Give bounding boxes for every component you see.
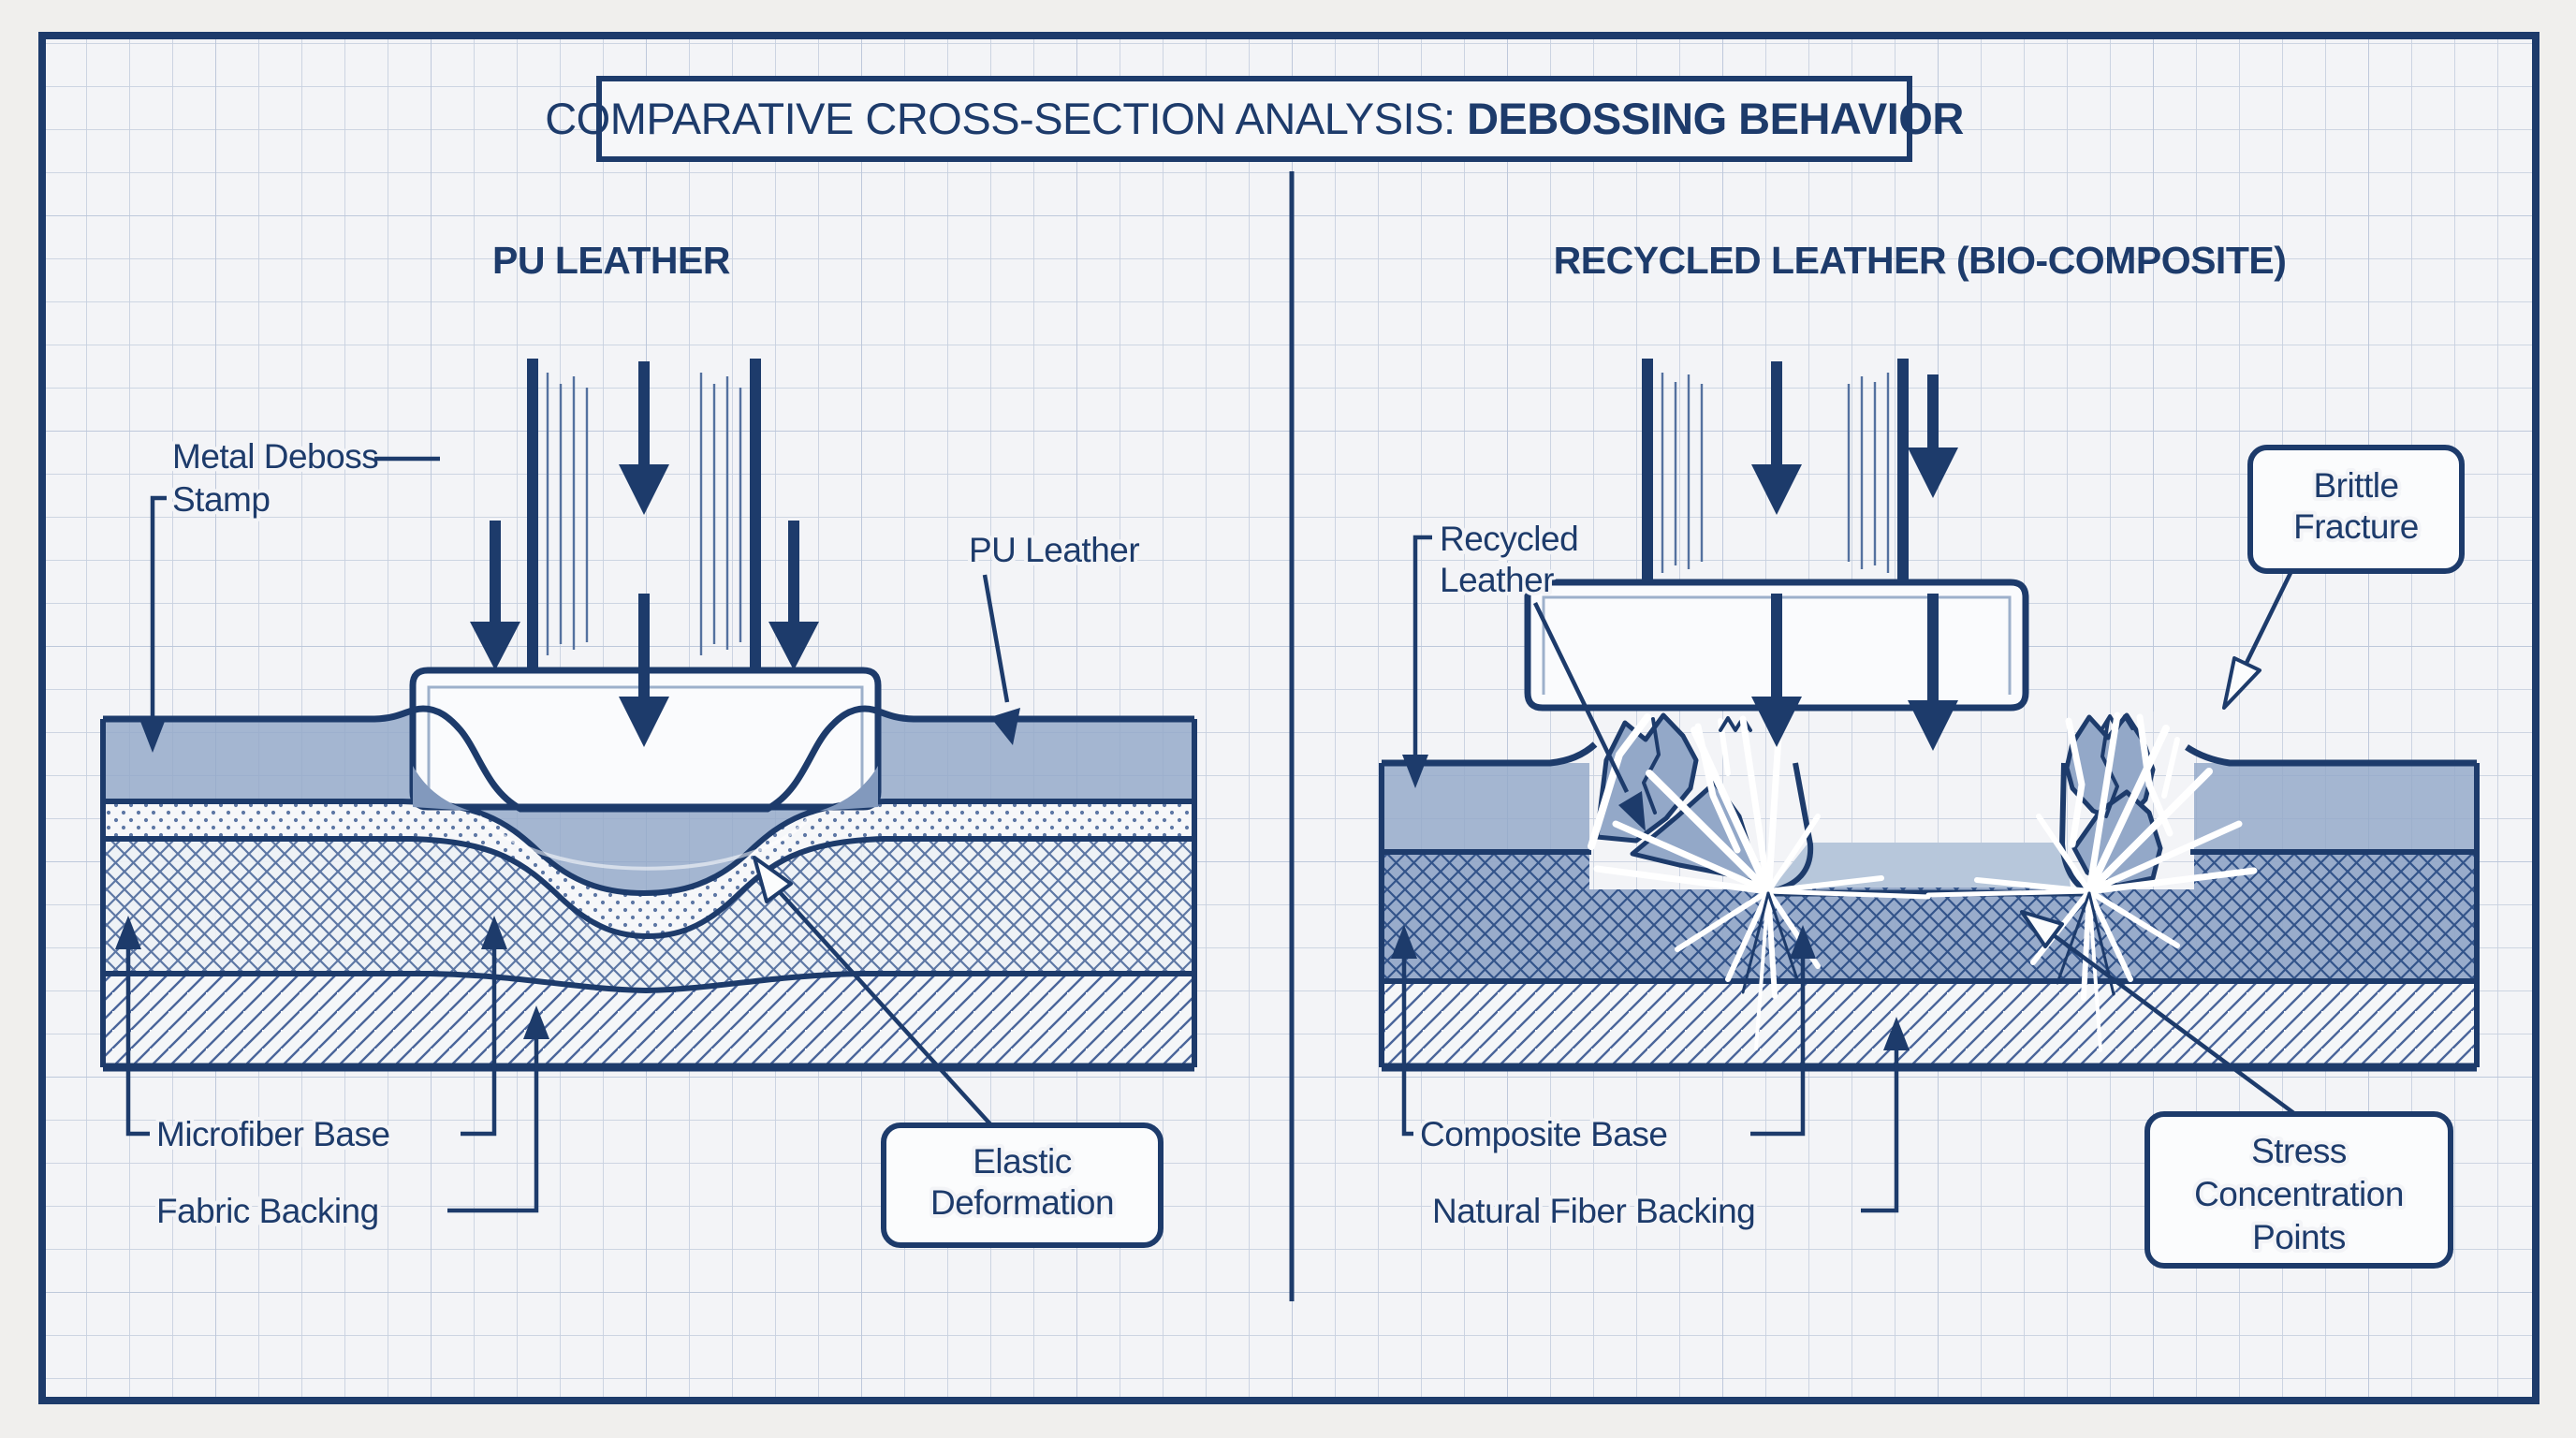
leader-line xyxy=(150,495,167,719)
force-arrow-icon xyxy=(1751,594,1802,747)
right-panel-title: RECYCLED LEATHER (BIO-COMPOSITE) xyxy=(1554,239,2287,282)
leader-arrowhead-icon xyxy=(523,1005,549,1039)
title-box xyxy=(596,76,1912,162)
natural-fiber-pattern xyxy=(1382,981,2477,1067)
leader-arrowhead-icon xyxy=(139,719,166,753)
leader-arrowhead-icon xyxy=(481,916,507,949)
displaced-leather-wedge-right xyxy=(820,766,878,811)
pu-layer-stack xyxy=(103,709,1194,1067)
pu-topcoat-layer xyxy=(103,709,1194,893)
stamp-label-line2: Stamp xyxy=(172,480,270,519)
callout-text-line2: Fracture xyxy=(2293,507,2419,546)
leader-arrowhead-icon xyxy=(1618,791,1646,831)
dip-sheen-highlight xyxy=(477,814,811,871)
compressed-band xyxy=(1773,843,2071,888)
microfiber-base-pattern xyxy=(103,839,1194,990)
leader-line xyxy=(1750,957,1806,1137)
microfiber-bottom-line xyxy=(103,971,1194,994)
leader-line xyxy=(982,574,1010,703)
left-panel-diagram: Metal Deboss Stamp PU Leather Microfiber… xyxy=(100,359,1197,1248)
right-force-arrows xyxy=(1751,361,1958,751)
left-panel-title: PU LEATHER xyxy=(492,239,730,282)
recycled-label-line1: Recycled xyxy=(1440,520,1578,558)
pu-leather-label: PU Leather xyxy=(969,531,1139,569)
crack-line xyxy=(1588,713,1651,850)
page-title: COMPARATIVE CROSS-SECTION ANALYSIS: DEBO… xyxy=(545,94,1964,143)
leader-line xyxy=(1861,1049,1899,1213)
stamp-label-line1: Metal Deboss xyxy=(172,437,378,476)
leader-line xyxy=(1532,602,1630,793)
open-arrowhead-icon xyxy=(2020,910,2064,948)
microfiber-base-label: Microfiber Base xyxy=(156,1115,390,1153)
leader-arrowhead-icon xyxy=(115,916,141,949)
recycled-label-line2: Leather xyxy=(1440,561,1554,599)
callout-text-line3: Points xyxy=(2252,1218,2346,1256)
composite-base-label: Composite Base xyxy=(1420,1115,1667,1153)
leader-line xyxy=(1401,957,1413,1137)
crack-line xyxy=(2161,737,2180,799)
crack-line xyxy=(1642,717,1661,814)
pu-layer-outlines xyxy=(100,705,1197,1072)
force-arrow-icon xyxy=(768,521,819,670)
stress-star-icon xyxy=(1925,712,2258,1052)
leader-line xyxy=(125,947,150,1137)
open-arrowhead-icon xyxy=(2222,656,2261,710)
speed-lines xyxy=(1661,373,1890,573)
force-arrow-icon xyxy=(1908,374,1958,498)
leader-line xyxy=(2244,570,2294,664)
callout-text-line2: Deformation xyxy=(930,1183,1114,1222)
callout-text-line2: Concentration xyxy=(2194,1175,2404,1213)
leader-line xyxy=(778,890,994,1128)
leader-arrowhead-icon xyxy=(1790,925,1816,959)
crack-line xyxy=(2065,717,2086,848)
left-panel-labels: Metal Deboss Stamp PU Leather Microfiber… xyxy=(115,433,1164,1248)
leader-line xyxy=(461,947,497,1137)
leader-line xyxy=(447,1037,539,1213)
force-arrow-icon xyxy=(470,521,520,670)
leader-line xyxy=(2052,933,2297,1116)
leader-arrowhead-icon xyxy=(1883,1017,1910,1050)
leader-arrowhead-icon xyxy=(990,708,1020,745)
fabric-backing-pattern xyxy=(103,974,1194,1067)
fabric-backing-label: Fabric Backing xyxy=(156,1192,379,1230)
force-arrow-icon xyxy=(619,594,669,747)
sub-surface-cracks xyxy=(1741,891,2115,996)
title-block: COMPARATIVE CROSS-SECTION ANALYSIS: DEBO… xyxy=(545,76,1964,162)
left-force-arrows xyxy=(470,361,819,747)
callout-text-line1: Brittle xyxy=(2313,466,2398,505)
speed-lines xyxy=(546,373,742,655)
force-arrow-icon xyxy=(1751,361,1802,515)
callout-box xyxy=(2144,1111,2453,1269)
natural-fiber-label: Natural Fiber Backing xyxy=(1432,1192,1755,1230)
page-frame xyxy=(38,32,2539,1404)
pu-dotted-interlayer-pattern xyxy=(103,801,1194,936)
stress-concentration-callout: Stress Concentration Points xyxy=(2020,910,2453,1269)
force-arrow-icon xyxy=(1908,594,1958,751)
right-panel-labels: Recycled Leather Composite Base Natural … xyxy=(1391,445,2465,1269)
recycled-surface-line-right xyxy=(2185,744,2477,767)
recycled-surface-line-left xyxy=(1382,741,1598,767)
open-arrowhead-icon xyxy=(753,856,793,903)
displaced-leather-wedge-left xyxy=(413,766,470,811)
callout-text-line1: Elastic xyxy=(973,1142,1071,1181)
right-panel-diagram: Recycled Leather Composite Base Natural … xyxy=(1379,359,2480,1269)
leader-arrowhead-icon xyxy=(1402,755,1428,788)
brittle-fracture-callout: Brittle Fracture xyxy=(2222,445,2465,710)
leader-arrowhead-icon xyxy=(1391,925,1417,959)
callout-box xyxy=(881,1123,1164,1248)
pu-surface-line xyxy=(103,705,1194,813)
callout-text-line1: Stress xyxy=(2251,1132,2347,1170)
elastic-deformation-callout: Elastic Deformation xyxy=(753,856,1164,1248)
force-arrow-icon xyxy=(619,361,669,515)
leader-line xyxy=(1412,535,1432,755)
pu-topcoat-bottom-line xyxy=(103,799,1194,897)
stress-star-icon xyxy=(1593,715,1931,1050)
callout-box xyxy=(2247,445,2465,574)
pu-dotted-bottom-line xyxy=(103,836,1194,940)
